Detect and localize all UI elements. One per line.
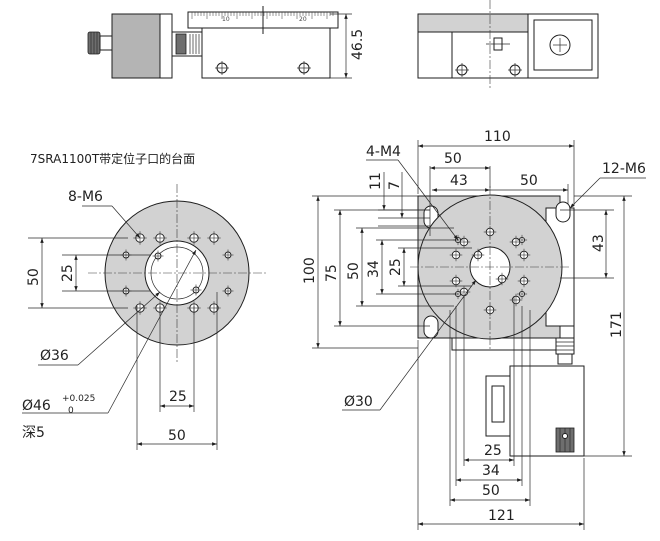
dim-50-left: 50 — [346, 262, 362, 280]
dim-34-left: 34 — [366, 260, 382, 278]
dim-7: 7 — [387, 181, 403, 190]
scale-mark-10: 10 — [222, 16, 230, 23]
label-dia-36: Ø36 — [40, 348, 69, 364]
stage-plan-view: 110 50 43 50 4-M4 12-M6 11 7 100 — [302, 129, 646, 530]
dim-50-top: 50 — [444, 151, 462, 167]
m6-hole — [153, 231, 167, 245]
label-dia-46: Ø46 — [22, 398, 51, 414]
front-elevation-view: 10 20 46.5 — [87, 6, 366, 79]
label-4-m4: 4-M4 — [366, 144, 401, 160]
mounting-screw — [215, 61, 229, 75]
pin-hole — [222, 249, 234, 261]
mounting-screw — [297, 61, 311, 75]
m6-hole — [495, 272, 509, 286]
table-top-view: 8-M6 50 25 Ø36 Ø46 +0.025 0 深5 25 50 — [22, 184, 268, 450]
tolerance-upper: +0.025 — [62, 394, 95, 404]
label-depth-5: 深5 — [22, 425, 45, 441]
pin-hole — [152, 250, 164, 262]
hole-pattern-12-m6 — [449, 225, 531, 317]
mounting-screw — [508, 63, 522, 77]
m6-hole-pattern — [120, 231, 234, 315]
dim-25-left: 25 — [388, 258, 404, 276]
dim-100: 100 — [302, 257, 318, 284]
dim-110: 110 — [484, 129, 511, 145]
tolerance-lower: 0 — [68, 406, 74, 416]
side-elevation-view — [417, 0, 599, 90]
dim-43-top: 43 — [450, 173, 468, 189]
m6-hole — [187, 231, 201, 245]
m6-hole — [517, 274, 531, 288]
m6-hole — [133, 301, 147, 315]
scale-mark-20: 20 — [299, 16, 307, 23]
label-dia-30: Ø30 — [344, 394, 373, 410]
dim-50-right: 50 — [520, 173, 538, 189]
mounting-screw — [455, 63, 469, 77]
mount-slot — [423, 315, 439, 339]
motor-housing — [111, 13, 161, 79]
dim-25-bottom: 25 — [484, 443, 502, 459]
dim-50-horizontal: 50 — [168, 428, 186, 444]
dim-25-horizontal: 25 — [169, 389, 187, 405]
dim-height-46-5: 46.5 — [350, 29, 366, 60]
dim-25-vertical: 25 — [60, 264, 76, 282]
drawing-title: 7SRA1100T带定位子口的台面 — [30, 151, 195, 166]
pin-hole — [190, 284, 202, 296]
label-8-m6: 8-M6 — [68, 189, 103, 205]
dim-11: 11 — [368, 172, 384, 190]
m6-hole — [517, 248, 531, 262]
dim-50-vertical: 50 — [26, 268, 42, 286]
dim-43-right: 43 — [591, 234, 607, 252]
m4-hole — [516, 234, 528, 246]
m6-hole — [207, 231, 221, 245]
dim-75: 75 — [324, 264, 340, 282]
m6-hole — [449, 274, 463, 288]
dim-121: 121 — [488, 508, 515, 524]
m4-hole — [516, 288, 528, 300]
mount-slot — [555, 201, 571, 223]
dim-50-bottom: 50 — [482, 483, 500, 499]
pin-hole — [222, 285, 234, 297]
m6-hole — [207, 301, 221, 315]
dim-34-bottom: 34 — [482, 463, 500, 479]
label-12-m6: 12-M6 — [602, 161, 646, 177]
dim-171: 171 — [609, 311, 625, 338]
m6-hole — [449, 248, 463, 262]
m6-hole — [471, 248, 485, 262]
micrometer-knob — [87, 31, 101, 55]
